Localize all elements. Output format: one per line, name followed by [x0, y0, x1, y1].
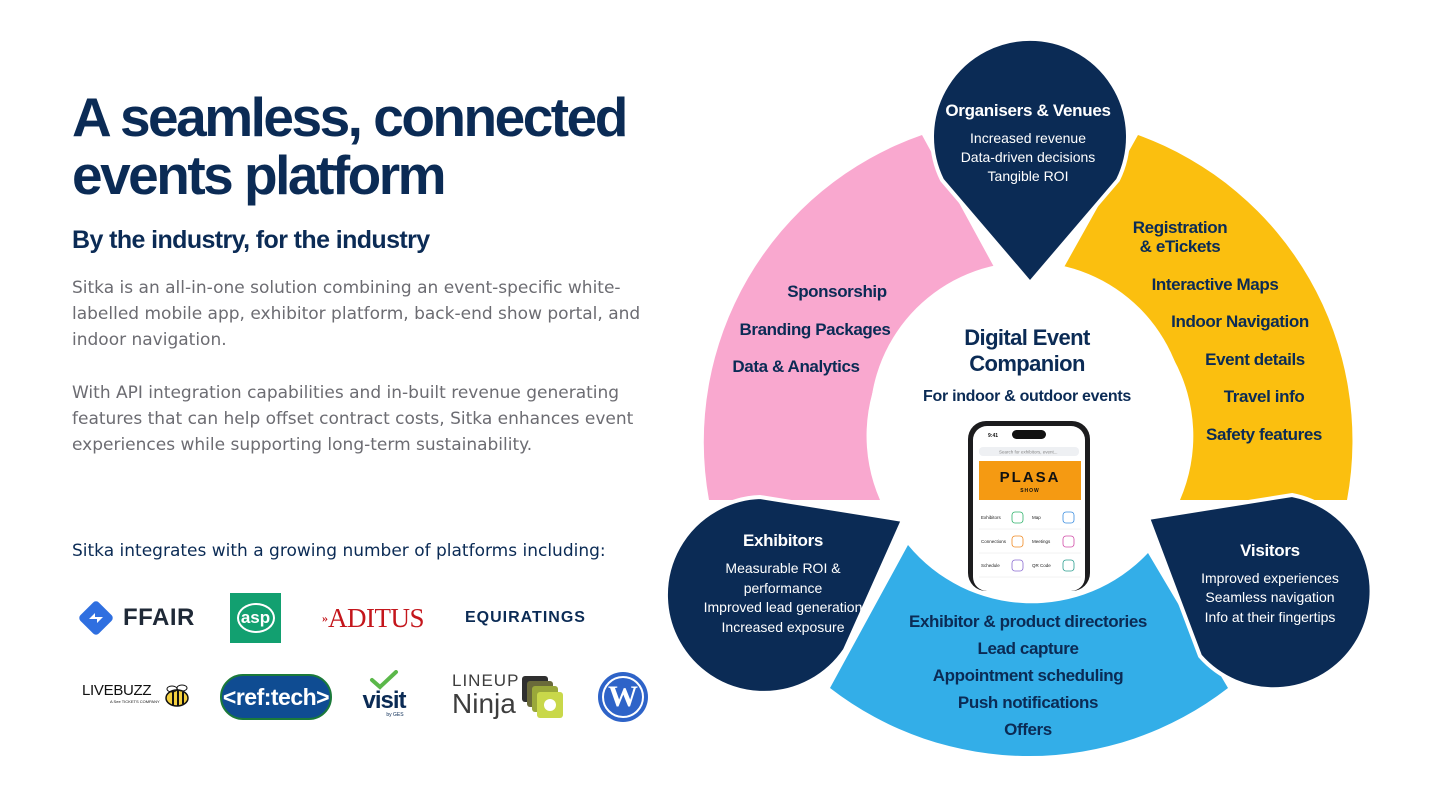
visit-logo: visit by GES	[358, 670, 410, 718]
visitors-title: Visitors	[1240, 541, 1300, 560]
organisers-drop	[930, 36, 1130, 287]
phone-menu-icon	[1062, 511, 1075, 524]
exhibitors-item: Increased exposure	[722, 619, 845, 635]
pink-item: Branding Packages	[740, 320, 891, 339]
ninja-text: Ninja	[452, 688, 516, 719]
phone-menu-label: Meetings	[1032, 539, 1051, 544]
phone-menu-icon	[1011, 535, 1024, 548]
phone-menu-label: Exhibitors	[981, 515, 1002, 520]
phone-menu-icon	[1062, 535, 1075, 548]
ffair-diamond-icon	[79, 601, 113, 635]
phone-mockup: 9:41 Search for exhibitors, event... PLA…	[968, 421, 1090, 591]
organisers-title: Organisers & Venues	[945, 101, 1110, 120]
wordpress-text: W	[608, 680, 638, 713]
reftech-text: <ref:tech>	[222, 683, 330, 710]
yellow-item: Safety features	[1206, 425, 1322, 444]
yellow-item: Interactive Maps	[1152, 275, 1279, 294]
blue-item: Lead capture	[977, 639, 1078, 658]
visitors-drop	[1145, 492, 1374, 692]
phone-menu-icon	[1011, 511, 1024, 524]
livebuzz-text: LIVEBUZZ	[82, 682, 152, 699]
asp-logo: asp	[230, 593, 281, 643]
lineup-ninja-logo: LINEUP Ninja	[452, 672, 519, 718]
visitors-item: Info at their fingertips	[1205, 609, 1336, 625]
organisers-item: Data-driven decisions	[961, 149, 1096, 165]
reftech-logo: <ref:tech>	[220, 674, 332, 720]
visit-check-icon	[370, 670, 398, 690]
phone-menu-icon	[1062, 559, 1075, 572]
bee-icon	[165, 684, 189, 707]
phone-banner	[979, 461, 1081, 500]
page-title: A seamless, connected events platform	[72, 88, 672, 204]
wordpress-logo: W	[598, 672, 648, 722]
exhibitors-item: Improved lead generation	[704, 599, 863, 615]
asp-text: asp	[236, 603, 275, 633]
visitors-item: Improved experiences	[1201, 570, 1339, 586]
page-subtitle: By the industry, for the industry	[72, 226, 430, 254]
phone-notch	[1012, 430, 1046, 439]
yellow-segment	[1058, 135, 1353, 500]
aditus-logo: » ADITUS	[322, 602, 425, 633]
phone-time: 9:41	[988, 433, 998, 439]
pink-segment	[703, 135, 1000, 500]
visit-text: visit	[362, 687, 406, 714]
api-paragraph: With API integration capabilities and in…	[72, 383, 634, 455]
blue-item: Push notifications	[958, 693, 1098, 712]
lineup-text: LINEUP	[452, 671, 520, 690]
yellow-item: Registration	[1133, 218, 1227, 237]
blue-segment	[830, 545, 1228, 757]
livebuzz-logo: LIVEBUZZ A See TICKETS COMPANY	[82, 682, 160, 712]
exhibitors-drop	[663, 494, 906, 695]
ffair-text: FFAIR	[123, 604, 195, 631]
blue-item: Exhibitor & product directories	[909, 612, 1147, 631]
pink-item: Sponsorship	[787, 282, 887, 301]
integrations-heading: Sitka integrates with a growing number o…	[72, 541, 606, 561]
phone-menu-label: Connections	[981, 539, 1007, 544]
organisers-item: Tangible ROI	[988, 168, 1069, 184]
ffair-logo: FFAIR	[76, 598, 195, 638]
phone-search-placeholder: Search for exhibitors, event...	[999, 450, 1058, 455]
pink-item: Data & Analytics	[732, 357, 859, 376]
exhibitors-title: Exhibitors	[743, 531, 823, 550]
exhibitors-item: performance	[744, 580, 823, 596]
title-line-2: events platform	[72, 144, 447, 206]
yellow-item: Travel info	[1224, 387, 1305, 406]
title-line-1: A seamless, connected	[72, 86, 628, 148]
phone-search	[979, 447, 1079, 456]
center-title-2: Companion	[969, 351, 1085, 376]
center-title-1: Digital Event	[964, 325, 1091, 350]
lineup-ninja-stack-icon	[522, 676, 563, 718]
phone-menu-icon	[1011, 559, 1024, 572]
aditus-text: ADITUS	[328, 602, 425, 633]
blue-item: Appointment scheduling	[933, 666, 1123, 685]
equiratings-logo: EQUIRATINGS	[465, 606, 586, 630]
visitors-item: Seamless navigation	[1205, 589, 1334, 605]
blue-item: Offers	[1004, 720, 1052, 739]
exhibitors-item: Measurable ROI &	[725, 560, 841, 576]
phone-banner-sub: SHOW	[1020, 488, 1040, 494]
phone-menu-label: Schedule	[981, 563, 1000, 568]
phone-menu-label: Map	[1032, 515, 1041, 520]
yellow-item: Event details	[1205, 350, 1305, 369]
yellow-item: & eTickets	[1140, 237, 1221, 256]
intro-paragraph: Sitka is an all-in-one solution combinin…	[72, 278, 641, 350]
center-circle	[870, 262, 1186, 578]
organisers-item: Increased revenue	[970, 130, 1086, 146]
livebuzz-sub: A See TICKETS COMPANY	[110, 699, 160, 704]
equiratings-text: EQUIRATINGS	[465, 609, 586, 626]
phone-banner-title: PLASA	[1000, 469, 1061, 486]
visit-sub: by GES	[386, 712, 404, 718]
center-subtitle: For indoor & outdoor events	[923, 388, 1131, 405]
yellow-item: Indoor Navigation	[1171, 312, 1309, 331]
phone-menu-label: QR Code	[1032, 563, 1051, 568]
